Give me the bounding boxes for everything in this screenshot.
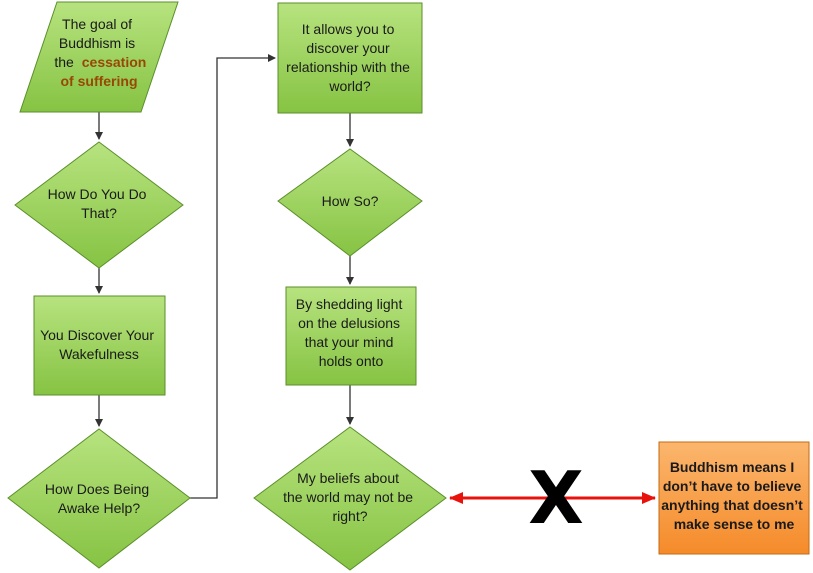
node-how-does-awake-help-shape — [7, 428, 191, 569]
node-how-does-awake-help-line-1: How Does Being — [45, 481, 149, 497]
node-shedding-light-shape — [285, 286, 417, 386]
node-discover-wakefulness-shape — [33, 295, 166, 396]
x-mark: X — [528, 456, 584, 540]
node-how-does-awake-help-line-2: Awake Help? — [58, 500, 140, 516]
svg-text:Buddhism means I don’t: Buddhism means I don’t have to believe a… — [661, 459, 806, 532]
node-shedding-light-line-4: holds onto — [319, 353, 384, 369]
node-discover-wakefulness: You Discover Your Wakefulness — [33, 295, 166, 396]
svg-text:My beliefs about the wor: My beliefs about the world may not be ri… — [283, 470, 417, 524]
svg-text:How Do You Do That?: How Do You Do That? — [48, 186, 151, 221]
node-buddhism-means-shape — [658, 441, 810, 555]
svg-text:It allows you to discove: It allows you to discover your relations… — [286, 21, 414, 94]
node-goal-highlight-1: cessation — [82, 54, 147, 70]
node-how-so-shape — [277, 148, 423, 257]
node-goal-line-1: The goal of — [62, 16, 132, 32]
node-buddhism-means: Buddhism means I don’t have to believe a… — [658, 441, 810, 555]
node-how-do-you-do-that-line-1: How Do You Do — [48, 186, 147, 202]
svg-text:You Discover Your Wakefu: You Discover Your Wakefulness — [40, 327, 158, 362]
node-how-so: How So? — [277, 148, 423, 257]
node-discover-wakefulness-line-2: Wakefulness — [59, 346, 139, 362]
node-shedding-light: By shedding light on the delusions that … — [285, 286, 417, 386]
node-goal-highlight-2: of suffering — [61, 73, 138, 89]
node-beliefs-line-1: My beliefs about — [297, 470, 399, 486]
node-relationship-line-2: discover your — [306, 40, 390, 56]
node-buddhism-means-line-4: make sense to me — [674, 516, 795, 532]
node-beliefs-line-3: right? — [332, 508, 367, 524]
node-how-do-you-do-that-line-2: That? — [81, 205, 117, 221]
node-buddhism-means-line-3: anything that doesn’t — [661, 497, 803, 513]
node-how-do-you-do-that: How Do You Do That? — [14, 141, 184, 269]
node-buddhism-means-line-2: don’t have to believe — [663, 478, 802, 494]
node-relationship-line-1: It allows you to — [302, 21, 395, 37]
node-beliefs-shape — [253, 426, 447, 571]
node-how-does-awake-help: How Does Being Awake Help? — [7, 428, 191, 569]
node-goal-line-3: the — [54, 54, 74, 70]
node-relationship-line-3: relationship with the — [286, 59, 410, 75]
node-goal-shape — [19, 1, 179, 113]
node-shedding-light-line-3: that your mind — [305, 334, 394, 350]
connector-awake-help-to-relationship — [189, 54, 276, 499]
node-beliefs: My beliefs about the world may not be ri… — [253, 426, 447, 571]
node-relationship-shape — [277, 2, 423, 114]
node-relationship-line-4: world? — [328, 78, 370, 94]
node-goal-line-2: Buddhism is — [59, 35, 135, 51]
svg-text:How So?: How So? — [322, 193, 379, 209]
node-buddhism-means-line-1: Buddhism means I — [670, 459, 794, 475]
node-shedding-light-line-1: By shedding light — [296, 296, 403, 312]
node-goal: The goal of Buddhism is the cessation of… — [19, 1, 179, 113]
node-beliefs-line-2: the world may not be — [283, 489, 413, 505]
connectors — [95, 54, 354, 499]
svg-text:How Does Being Awake Hel: How Does Being Awake Help? — [45, 481, 153, 516]
node-relationship: It allows you to discover your relations… — [277, 2, 423, 114]
svg-text:The goal of Buddhism is: The goal of Buddhism is the cessation of… — [54, 16, 150, 89]
svg-text:By shedding light on the: By shedding light on the delusions that … — [296, 296, 407, 369]
node-discover-wakefulness-line-1: You Discover Your — [40, 327, 154, 343]
node-how-do-you-do-that-shape — [14, 141, 184, 269]
node-how-so-line-1: How So? — [322, 193, 379, 209]
node-shedding-light-line-2: on the delusions — [298, 315, 400, 331]
